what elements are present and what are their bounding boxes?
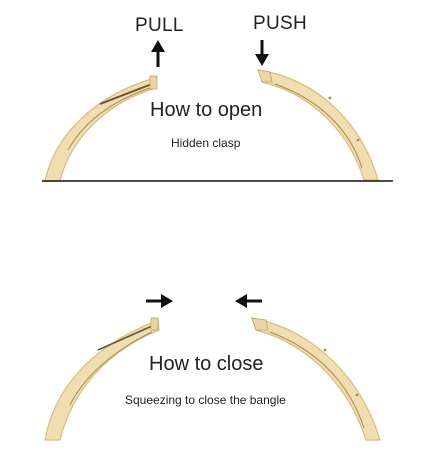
pull-label: PULL <box>135 15 184 36</box>
how-to-close-title: How to close <box>149 353 264 375</box>
arrow-down-icon <box>255 40 269 66</box>
bangle-right-half-close <box>251 317 381 441</box>
push-label: PUSH <box>253 13 307 34</box>
bangle-left-half-close <box>44 317 160 441</box>
open-diagram <box>42 40 393 182</box>
bangle-right-half-open <box>257 69 379 181</box>
how-to-open-title: How to open <box>150 99 263 121</box>
squeeze-instruction-subtitle: Squeezing to close the bangle <box>125 393 286 407</box>
bangle-left-half-open <box>44 75 158 182</box>
close-diagram <box>44 294 381 441</box>
arrow-left-icon <box>235 294 262 308</box>
hidden-clasp-subtitle: Hidden clasp <box>171 136 241 150</box>
arrow-up-icon <box>151 40 165 67</box>
arrow-right-icon <box>146 294 173 308</box>
